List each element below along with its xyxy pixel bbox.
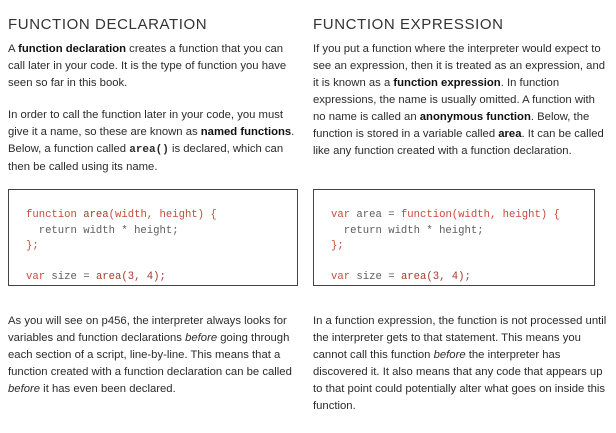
expression-intro-paragraph: If you put a function where the interpre…	[313, 43, 606, 157]
anonymous-function-term: anonymous function	[419, 111, 531, 123]
expression-code-box: var area = function(width, height) { ret…	[313, 189, 595, 286]
declaration-hoisting-paragraph: As you will see on p456, the interpreter…	[8, 315, 292, 395]
expression-processing-paragraph: In a function expression, the function i…	[313, 315, 607, 412]
declaration-code-box: function area(width, height) { return wi…	[8, 189, 298, 286]
declaration-intro-paragraph: A function declaration creates a functio…	[8, 43, 287, 89]
code-line-3: };	[331, 240, 344, 252]
code-line-2: return width * height;	[26, 224, 179, 237]
code-line-4: var size = area(3, 4);	[331, 271, 471, 283]
declaration-naming-paragraph: In order to call the function later in y…	[8, 109, 295, 173]
function-declaration-heading: FUNCTION DECLARATION	[8, 16, 208, 33]
code-line-4: var size = area(3, 4);	[26, 271, 166, 283]
variable-area-term: area	[498, 128, 522, 140]
inline-code-area: area()	[129, 144, 169, 156]
declaration-code: function area(width, height) { return wi…	[26, 208, 217, 286]
declaration-term: function declaration	[18, 43, 127, 55]
expression-code: var area = function(width, height) { ret…	[331, 208, 560, 286]
function-expression-term: function expression	[393, 77, 501, 89]
code-line-3: };	[26, 240, 39, 252]
code-line-1: function area(width, height) {	[26, 209, 217, 221]
code-line-2: return width * height;	[331, 224, 484, 237]
named-functions-term: named functions	[200, 126, 292, 138]
function-expression-heading: FUNCTION EXPRESSION	[313, 16, 504, 33]
code-line-1: var area = function(width, height) {	[331, 209, 560, 221]
